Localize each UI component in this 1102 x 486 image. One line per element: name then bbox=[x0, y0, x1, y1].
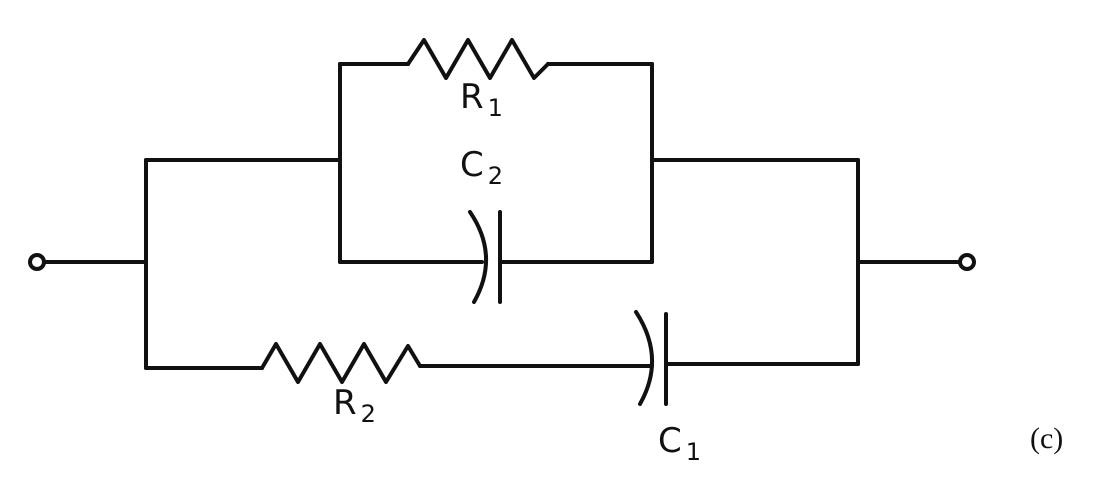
resistor-r1 bbox=[406, 38, 550, 80]
figure-caption: (c) bbox=[1030, 422, 1063, 455]
input-terminal bbox=[28, 253, 46, 271]
capacitor-c1-curved-plate bbox=[634, 310, 655, 406]
capacitor-c2-curved-plate bbox=[468, 210, 489, 304]
output-terminal bbox=[958, 253, 976, 271]
resistor-r2 bbox=[260, 342, 422, 384]
